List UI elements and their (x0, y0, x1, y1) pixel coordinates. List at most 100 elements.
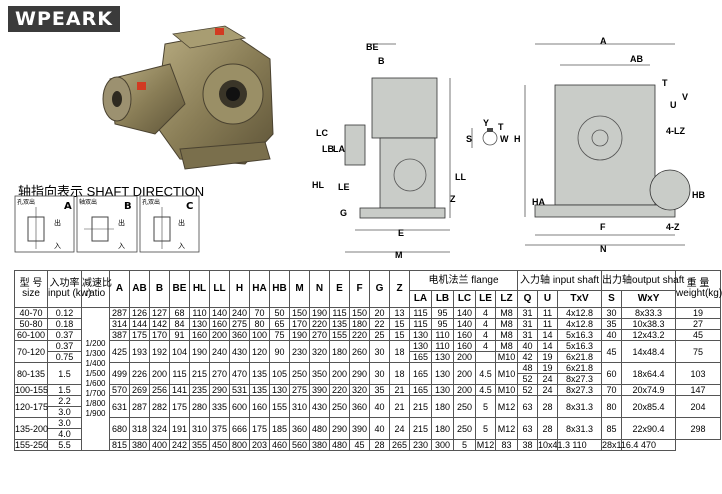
flange-cell: 4.5 (475, 362, 496, 385)
shaft-type-c-out: 出 (178, 218, 185, 227)
dim-cell: 270 (209, 362, 230, 385)
weight-cell: 27 (675, 318, 722, 330)
dim-cell: 360 (229, 329, 250, 341)
flange-cell: 200 (453, 384, 476, 396)
input-shaft-cell: 48 (517, 362, 539, 374)
dim-cell: 220 (309, 318, 330, 330)
dim-cell: 22 (369, 318, 390, 330)
input-shaft-cell: 4x12.8 (557, 307, 603, 319)
flange-cell: 200 (453, 351, 476, 363)
input-shaft-cell: 4x12.8 (557, 318, 603, 330)
dim-cell: 160 (249, 395, 270, 418)
dim-cell: 15 (389, 318, 410, 330)
shaft-type-a-top: 孔双出 (17, 198, 35, 206)
svg-text:HB: HB (692, 190, 705, 200)
dim-cell: 126 (129, 307, 150, 319)
dim-cell: 360 (289, 417, 310, 440)
header-sub-wxy: WxY (621, 290, 677, 308)
input-shaft-cell: 11 (537, 307, 559, 319)
svg-text:Z: Z (450, 194, 456, 204)
size-cell: 135-200 (14, 417, 48, 440)
output-shaft-cell: 20x85.4 (621, 395, 677, 418)
output-shaft-cell: 30 (601, 307, 623, 319)
flange-cell: 110 (431, 340, 454, 352)
dim-cell: 310 (189, 417, 210, 440)
flange-cell: M8 (494, 318, 519, 330)
flange-cell: M12 (475, 439, 496, 451)
size-cell: 50-80 (14, 318, 48, 330)
dim-cell: 560 (289, 439, 310, 451)
shaft-type-b-letter: B (124, 201, 132, 212)
dim-cell: 390 (309, 384, 330, 396)
dim-cell: 480 (329, 439, 350, 451)
dim-cell: 318 (129, 417, 150, 440)
svg-text:N: N (600, 244, 607, 254)
input-shaft-cell: 28 (537, 395, 559, 418)
dim-cell: 190 (289, 329, 310, 341)
header-dim-m: M (289, 270, 310, 308)
svg-text:4-Z: 4-Z (666, 222, 680, 232)
flange-cell: M10 (494, 362, 519, 385)
shaft-direction-diagrams: 孔双出 A 出 入 轴双出 B 出 入 孔双出 C 出 入 (14, 195, 200, 253)
dim-cell: 30 (369, 362, 390, 385)
dim-cell: 142 (149, 318, 170, 330)
power-cell: 0.12 (47, 307, 82, 319)
shaft-type-b-top: 轴双出 (79, 198, 97, 206)
key-detail (471, 128, 498, 148)
dim-cell: 21 (389, 384, 410, 396)
power-cell: 3.0 (47, 406, 82, 418)
svg-text:W: W (500, 134, 509, 144)
size-cell: 80-135 (14, 362, 48, 385)
header-sub-lb: LB (431, 290, 454, 308)
dim-cell: 155 (269, 395, 290, 418)
dim-cell: 127 (149, 307, 170, 319)
input-shaft-cell: 52 (517, 384, 539, 396)
header-motor-flange: 电机法兰 flange (408, 270, 519, 291)
dim-cell: 269 (129, 384, 150, 396)
dim-cell: 380 (129, 439, 150, 451)
dim-cell: 400 (149, 439, 170, 451)
dim-cell: 570 (109, 384, 130, 396)
size-cell: 120-175 (14, 395, 48, 418)
flange-cell: 230 (409, 439, 432, 451)
output-shaft-cell: 110 (557, 439, 603, 451)
dim-cell: 155 (329, 329, 350, 341)
size-cell: 100-155 (14, 384, 49, 396)
dim-cell: 310 (289, 395, 310, 418)
header-dim-be: BE (169, 270, 190, 308)
header-dim-ab: AB (129, 270, 150, 308)
shaft-type-a-letter: A (64, 201, 72, 212)
shaft-type-c-in: 入 (178, 242, 185, 250)
header-sub-txv: TxV (557, 290, 603, 308)
dim-cell: 191 (169, 417, 190, 440)
flange-cell: 130 (431, 351, 454, 363)
gearbox-photo (102, 25, 274, 170)
dim-cell: 240 (209, 340, 230, 363)
dim-cell: 135 (329, 318, 350, 330)
dimension-drawing: BE B LC LB LA HL LE G E M LL Z H S Y T W… (312, 36, 705, 260)
output-shaft-cell: 14x48.4 (621, 340, 677, 363)
flange-cell: 115 (409, 307, 432, 319)
dim-cell: 21 (389, 395, 410, 418)
input-shaft-cell: 31 (517, 318, 539, 330)
header-sub-le: LE (475, 290, 496, 308)
dim-cell: 425 (109, 340, 130, 363)
input-shaft-cell: 14 (537, 329, 559, 341)
dim-cell: 20 (369, 307, 390, 319)
svg-text:V: V (682, 92, 688, 102)
dim-cell: 320 (309, 340, 330, 363)
flange-cell: M10 (494, 351, 519, 363)
shaft-type-c: 孔双出 C 出 入 (139, 195, 200, 253)
dim-cell: 240 (229, 307, 250, 319)
dim-cell: 175 (169, 395, 190, 418)
front-view (344, 43, 451, 253)
svg-text:T: T (498, 122, 504, 132)
header-output-shaft: 出力轴output shaft (601, 270, 684, 291)
dim-cell: 320 (349, 384, 370, 396)
dim-cell: 40 (369, 417, 390, 440)
